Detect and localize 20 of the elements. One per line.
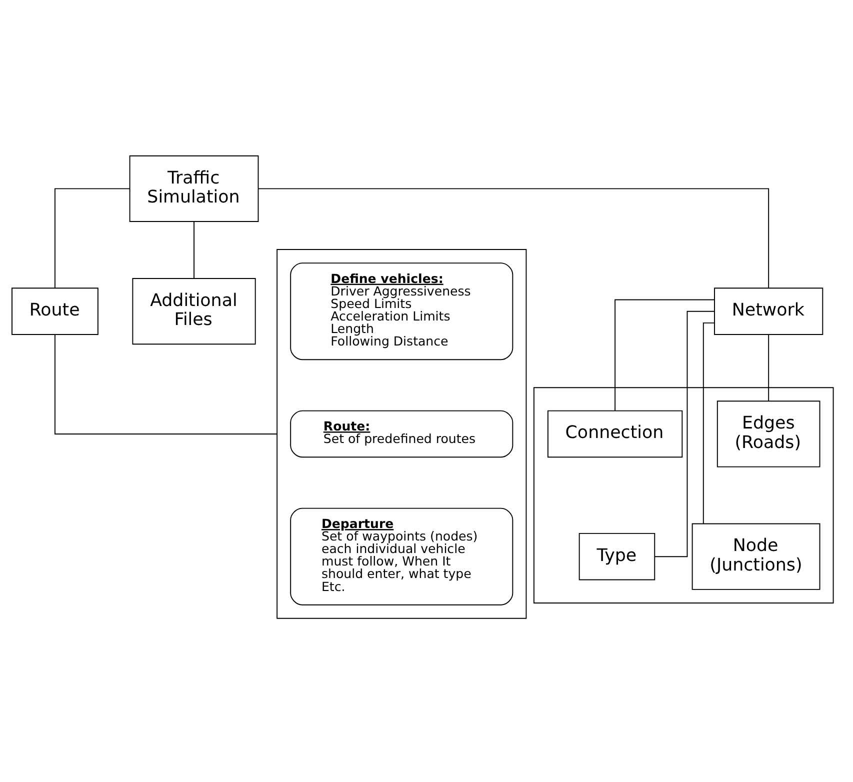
cluster <box>533 387 834 604</box>
node-box: Edges (Roads) <box>716 400 820 468</box>
connector <box>702 322 715 524</box>
connector <box>614 299 715 412</box>
node-box: Additional Files <box>132 278 256 345</box>
node-box: Node (Junctions) <box>692 523 820 590</box>
connector <box>258 188 770 288</box>
connector <box>54 334 278 434</box>
connector <box>654 310 715 558</box>
node-box: Traffic Simulation <box>129 155 259 222</box>
connector <box>768 334 770 402</box>
connector <box>54 188 130 288</box>
cluster <box>276 249 527 619</box>
node-box: Connection <box>547 410 683 458</box>
node-box: Departure Set of waypoints (nodes) each individual vehicle must follow, When It should enter, what type Etc. <box>290 508 514 606</box>
node-box: Route: Set of predefined routes <box>290 410 514 458</box>
node-box: Type <box>578 532 656 580</box>
node-box: Network <box>714 288 824 335</box>
node-box: Route <box>12 288 98 335</box>
node-box: Define vehicles: Driver Aggressiveness Speed Limits Acceleration Limits Length Following Distance <box>290 262 514 360</box>
